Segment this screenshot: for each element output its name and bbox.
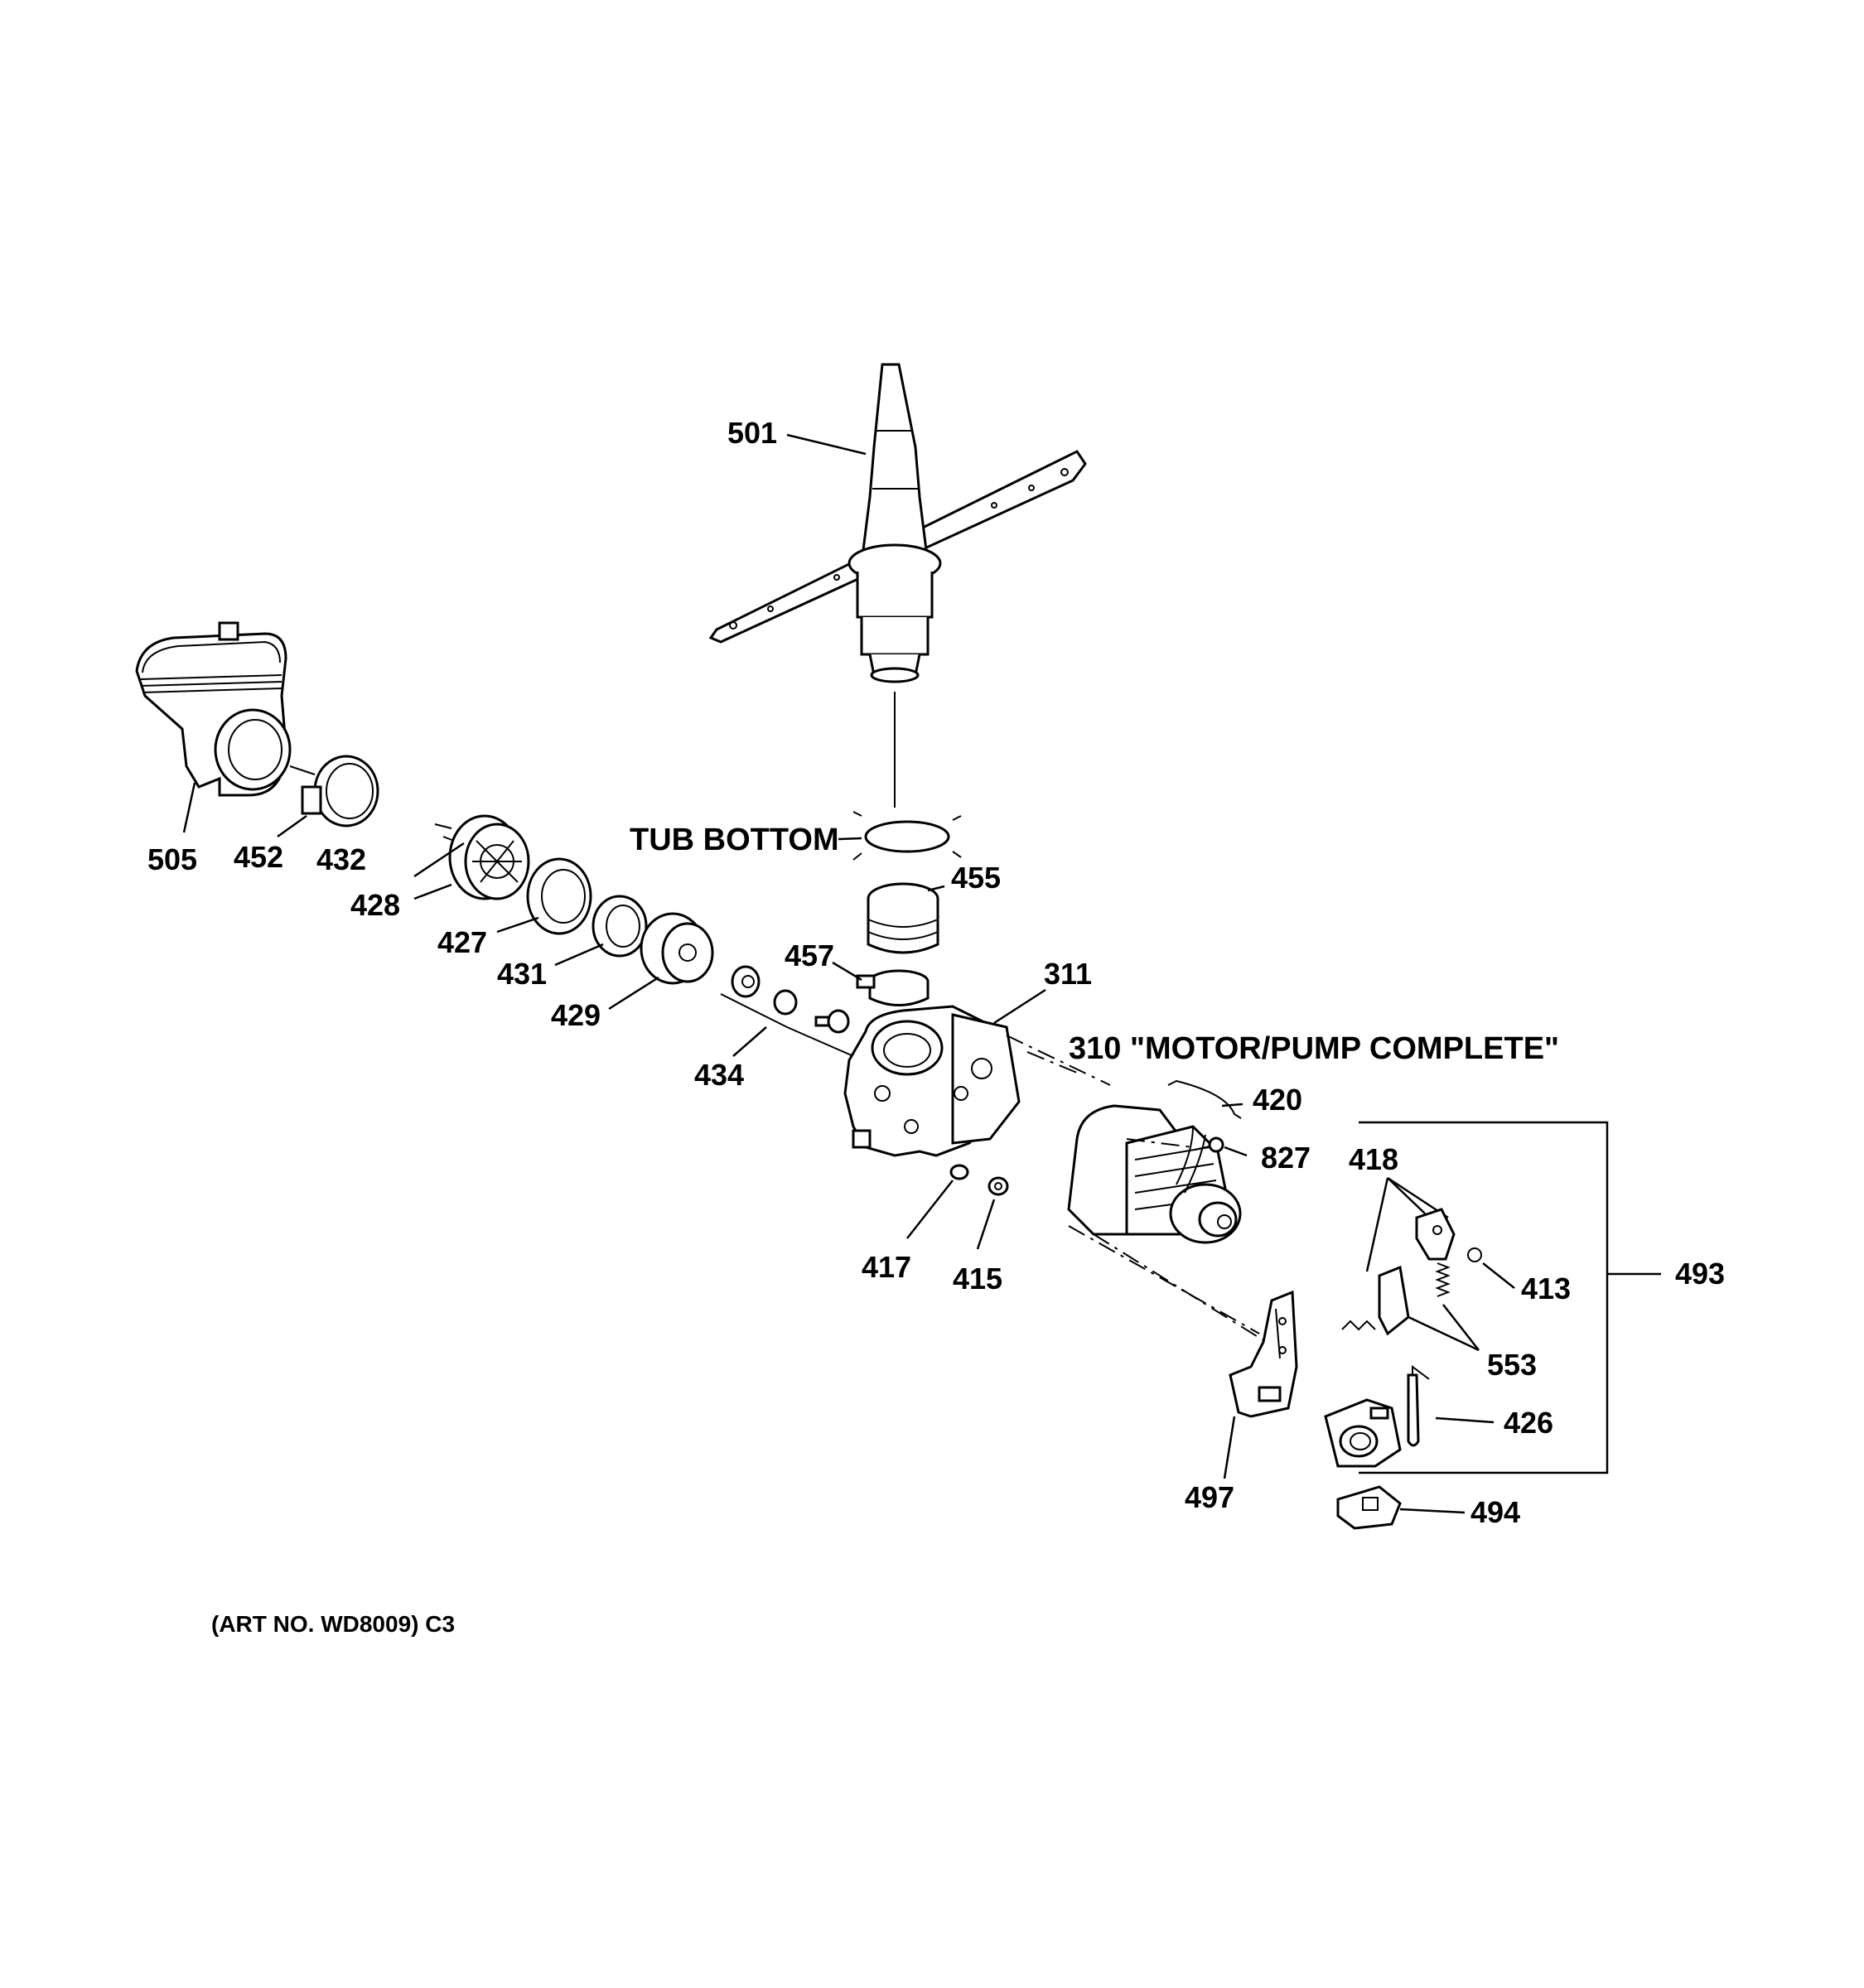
label-413: 413 [1521,1271,1571,1305]
housing-505: 505 [135,621,292,876]
pump-housing-311: 311 [843,957,1111,1157]
label-501: 501 [727,416,777,450]
spray-arm-501: 501 [708,363,1087,808]
solenoid-493 [1324,1398,1402,1468]
art-number: (ART NO. WD8009) C3 [211,1611,455,1637]
label-452: 452 [234,840,283,874]
assembly-493-bracket: 493 [1359,1121,1725,1474]
screw-827: 827 [1194,1136,1311,1175]
tub-bottom-label: TUB BOTTOM [630,823,839,857]
clip-413: 413 [1467,1247,1571,1305]
label-426: 426 [1504,1406,1553,1440]
label-418: 418 [1349,1142,1398,1176]
label-431: 431 [497,957,547,991]
label-497: 497 [1185,1480,1234,1514]
parts-434: 434 [694,965,854,1092]
label-311: 311 [1044,957,1092,991]
pin-426: 426 [1407,1365,1553,1447]
ring-427: 427 [437,857,592,959]
label-428: 428 [350,888,400,922]
label-457: 457 [785,939,834,972]
ring-431: 431 [497,895,648,991]
label-420: 420 [1253,1083,1302,1117]
cover-494: 494 [1336,1485,1520,1530]
label-434: 434 [694,1058,744,1092]
impeller-429: 429 [551,912,714,1032]
label-494: 494 [1470,1495,1520,1529]
bracket-497: 497 [1185,1290,1298,1514]
label-455: 455 [951,861,1001,895]
seal-455: 455 [867,861,1001,954]
clamp-432: 432 [289,755,379,876]
motor-310 [1067,1104,1293,1359]
tub-bottom-gasket: TUB BOTTOM [630,811,962,861]
label-432: 432 [316,842,366,876]
part-418: 418 [1349,1142,1456,1336]
wire-420: 420 [1167,1079,1302,1119]
clamp-457: 457 [785,939,930,1006]
washer-417: 417 [862,1164,969,1284]
screw-452: 452 [234,785,322,874]
filter-428: 428 [350,814,530,922]
label-429: 429 [551,998,601,1032]
label-427: 427 [437,925,487,959]
label-827: 827 [1261,1141,1311,1175]
label-505: 505 [147,842,197,876]
spring-553: 553 [1341,1262,1537,1382]
label-493: 493 [1675,1257,1725,1291]
label-415: 415 [953,1262,1002,1296]
label-553: 553 [1487,1348,1537,1382]
nut-415: 415 [953,1176,1009,1296]
motor-pump-label: 310 "MOTOR/PUMP COMPLETE" [1069,1031,1559,1066]
label-417: 417 [862,1250,911,1284]
